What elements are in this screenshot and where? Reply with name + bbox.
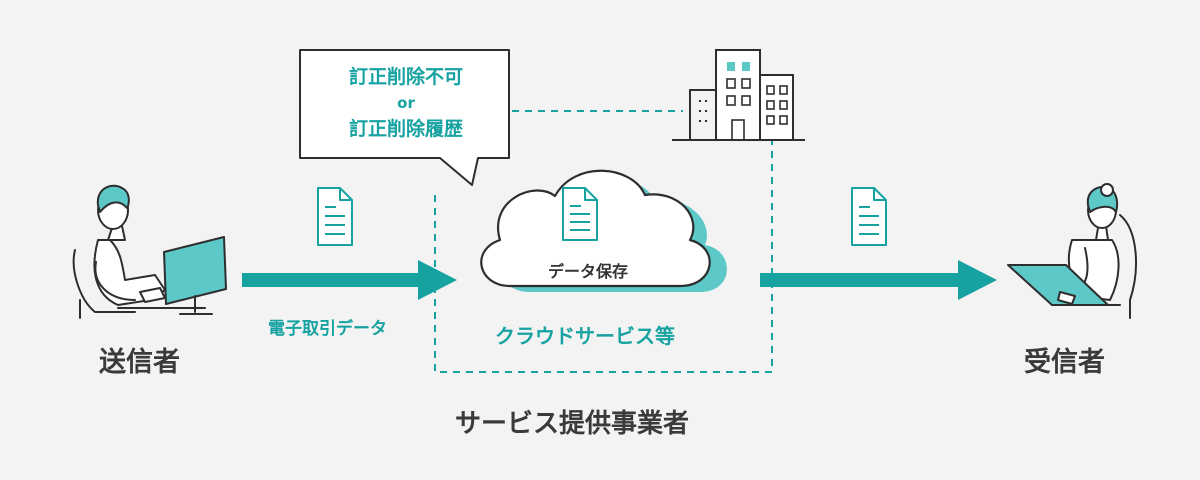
document-icon bbox=[562, 187, 598, 241]
arrow-to-receiver bbox=[760, 260, 997, 300]
person-at-desktop-icon bbox=[72, 184, 227, 319]
note-line-2: or bbox=[397, 94, 415, 112]
provider-boundary bbox=[434, 110, 773, 373]
office-building-icon bbox=[672, 49, 805, 141]
provider-label: サービス提供事業者 bbox=[455, 409, 690, 439]
cloud-service-label: クラウドサービス等 bbox=[495, 324, 675, 348]
receiver-label: 受信者 bbox=[1024, 347, 1105, 378]
document-icon bbox=[851, 187, 887, 246]
note-line-1: 訂正削除不可 bbox=[348, 66, 463, 88]
cloud-storage-label: データ保存 bbox=[548, 262, 629, 281]
note-line-3: 訂正削除履歴 bbox=[348, 118, 463, 140]
person-with-laptop-icon bbox=[1007, 183, 1137, 319]
note-bubble bbox=[299, 49, 510, 186]
sender-label: 送信者 bbox=[99, 347, 180, 378]
arrow-to-cloud bbox=[242, 260, 457, 300]
data-flow-label: 電子取引データ bbox=[268, 319, 387, 339]
document-icon bbox=[317, 187, 353, 246]
note-text: 訂正削除不可 or 訂正削除履歴 bbox=[310, 62, 502, 144]
